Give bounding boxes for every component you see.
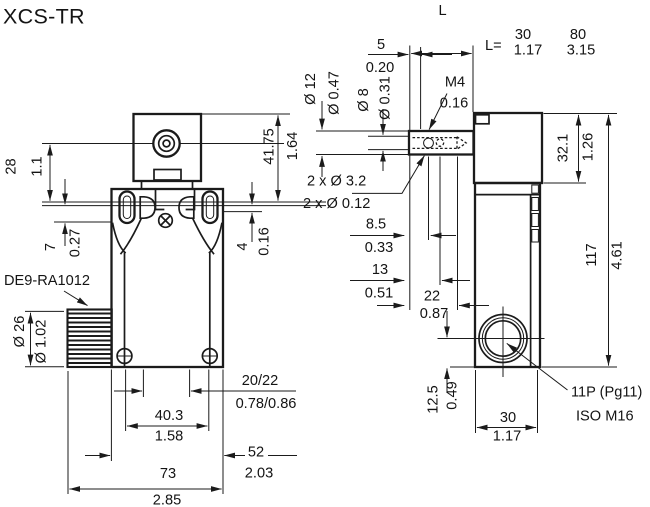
dim-12-mm-label: Ø 12 <box>303 73 319 105</box>
lever-hole <box>423 137 434 149</box>
dim-8-5-mm-label: 8.5 <box>366 217 386 233</box>
page-title: XCS-TR <box>3 5 85 29</box>
thread-m4-in-label: 0.16 <box>440 96 468 112</box>
dim-73-mm-label: 73 <box>160 466 176 482</box>
dim-8-in-label: Ø 0.31 <box>378 76 394 120</box>
dim-12-in-label: Ø 0.47 <box>327 71 343 115</box>
dim-20-22-mm-label: 20/22 <box>242 373 279 389</box>
dim-52-in-label: 2.03 <box>245 466 273 482</box>
body-taper-curves <box>111 217 223 255</box>
side-view-labels: L L= 30 1.17 80 3.15 5 0.20 Ø 12 Ø 0.47 … <box>303 3 642 445</box>
lever-holes-in-label: 2 x Ø 0.12 <box>303 196 370 212</box>
side-hinge-slots <box>531 184 539 243</box>
lever-hidden-hole-lines <box>412 136 457 150</box>
side-view <box>407 111 545 377</box>
dim-73-in-label: 2.85 <box>153 493 181 507</box>
right-cover-screw <box>201 347 219 365</box>
dim-117-in-label: 4.61 <box>610 241 626 269</box>
dim-32-1-in-label: 1.26 <box>581 133 597 161</box>
dim-13-in-label: 0.51 <box>365 286 393 302</box>
head-seat-notch <box>154 188 196 211</box>
dim-12-5-in-label: 0.49 <box>445 381 461 409</box>
dim-12-5-mm-label: 12.5 <box>426 385 442 413</box>
lever-hidden-hole <box>435 138 445 147</box>
dim-4-mm-label: 4 <box>235 242 251 250</box>
dim-5-mm-label: 5 <box>377 37 385 53</box>
head-axis-circle <box>152 129 181 158</box>
head-screw <box>157 212 174 229</box>
dim-5-in-label: 0.20 <box>366 60 394 76</box>
dim-7-in-label: 0.27 <box>68 229 84 257</box>
lever-length-30-in-label: 1.17 <box>514 43 542 59</box>
dim-22-in-label: 0.87 <box>420 306 448 322</box>
lever-length-80-in-label: 3.15 <box>567 43 595 59</box>
right-d-slot <box>178 195 195 220</box>
lever-holes-mm-label: 2 x Ø 3.2 <box>307 174 366 190</box>
dim-41-75-in-label: 1.64 <box>285 132 301 160</box>
dim-52-mm-label: 52 <box>248 445 264 461</box>
front-view <box>66 112 225 369</box>
dim-26-in-label: Ø 1.02 <box>34 320 50 364</box>
dim-20-22-in-label: 0.78/0.86 <box>236 396 297 412</box>
dim-4-in-label: 0.16 <box>257 227 273 255</box>
head-corner-step <box>474 113 490 125</box>
dim-30-mm-label: 30 <box>500 410 516 426</box>
cable-entry-leader-line <box>506 343 568 391</box>
right-mounting-slot <box>201 190 219 225</box>
drill-cone-hidden <box>456 136 468 151</box>
left-cover-screw <box>116 347 133 365</box>
dim-13-mm-label: 13 <box>372 262 388 278</box>
dim-22-mm-label: 22 <box>424 289 440 305</box>
lever-holes-leader-line <box>352 155 425 194</box>
body-columns <box>123 251 211 368</box>
front-view-dimension-lines <box>25 113 326 494</box>
thread-m4-label: M4 <box>445 75 465 91</box>
m4-leader-line <box>428 93 448 130</box>
side-body-outline <box>473 181 542 369</box>
dim-28-in-label: 1.1 <box>30 156 46 176</box>
dim-41-75-mm-label: 41.75 <box>262 128 278 165</box>
left-mounting-slot <box>118 190 136 225</box>
cable-gland-boss <box>461 306 545 377</box>
dim-7-mm-label: 7 <box>43 243 59 251</box>
lever-length-prefix-label: L= <box>485 38 502 54</box>
dim-40-3-mm-label: 40.3 <box>155 408 183 424</box>
cable-entry-iso-label: ISO M16 <box>576 409 634 425</box>
dim-30-in-label: 1.17 <box>493 429 521 445</box>
dim-40-3-in-label: 1.58 <box>155 429 183 445</box>
lever-length-30-mm-label: 30 <box>515 27 531 43</box>
de9-connector <box>66 308 113 369</box>
product-ref-label: DE9-RA1012 <box>4 273 90 289</box>
left-d-slot <box>139 195 156 220</box>
side-view-dimension-lines <box>316 45 617 433</box>
dim-26-mm-label: Ø 26 <box>12 316 28 348</box>
dim-8-5-in-label: 0.33 <box>365 240 393 256</box>
dim-8-mm-label: Ø 8 <box>356 88 372 112</box>
front-body-outline <box>110 187 225 369</box>
front-view-labels: 28 1.1 7 0.27 41.75 1.64 4 0.16 DE9-RA10… <box>4 128 302 507</box>
head-neck-tab <box>140 180 194 190</box>
dim-32-1-mm-label: 32.1 <box>556 134 572 162</box>
cable-entry-type-label: 11P (Pg11) <box>571 385 642 401</box>
lever-length-80-mm-label: 80 <box>570 27 586 43</box>
dim-28-mm-label: 28 <box>4 158 20 174</box>
dim-117-mm-label: 117 <box>584 243 600 266</box>
actuator-lever <box>407 129 475 156</box>
de9-leader-line <box>63 290 88 307</box>
head-slot <box>153 168 182 181</box>
lever-length-symbol-label: L <box>438 3 446 19</box>
